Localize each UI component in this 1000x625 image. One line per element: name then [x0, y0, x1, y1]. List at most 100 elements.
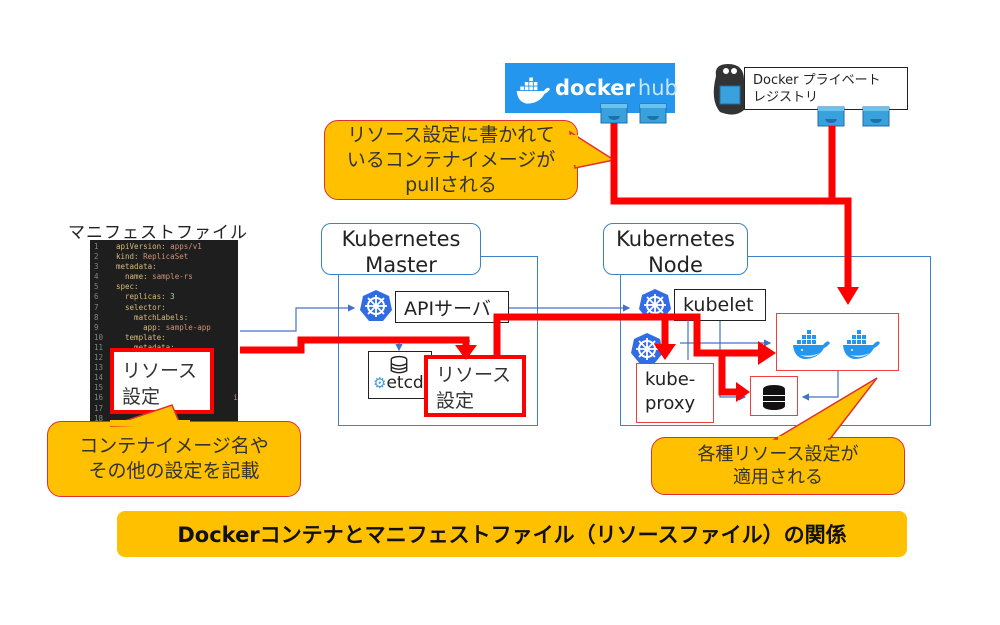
docker-whale-icon-2	[843, 330, 880, 359]
manifest-callout: コンテナイメージ名や その他の設定を記載	[47, 421, 301, 497]
line-number: 7	[94, 302, 99, 312]
arrowhead-master-resource	[455, 345, 477, 360]
etcd-logo: ⚙etcd	[373, 373, 424, 393]
master-resource-box: リソース 設定	[424, 355, 526, 417]
code-line: 3 metadata:	[90, 262, 238, 272]
code-key: selector:	[116, 302, 166, 312]
code-key: kind:	[116, 252, 139, 262]
code-key: metadata:	[116, 343, 175, 352]
code-line: 4 name: sample-rs	[90, 272, 238, 282]
arrowhead-storage	[736, 382, 750, 402]
node-label: Kubernetes Node	[603, 223, 748, 277]
line-number: 3	[94, 262, 99, 272]
line-number: 15	[94, 383, 104, 393]
code-key: app:	[116, 322, 162, 332]
manifest-heading: マニフェストファイル	[68, 223, 248, 243]
line-number: 6	[94, 292, 99, 302]
dockerhub-whale-icon	[516, 77, 550, 104]
code-key: apiVersion:	[116, 242, 166, 251]
line-number: 8	[94, 312, 99, 322]
kubelet-box: kubelet	[674, 289, 766, 321]
line-number: 16	[94, 393, 104, 403]
code-key: matchLabels:	[116, 312, 189, 322]
code-key: replicas:	[116, 292, 166, 302]
manifest-to-api-line	[240, 304, 356, 332]
line-number: 11	[94, 342, 104, 352]
dockerhub-container-icon-1	[600, 103, 628, 124]
line-number: 5	[94, 282, 99, 292]
node-database-icon	[763, 385, 785, 410]
code-line: 1 apiVersion: apps/v1	[90, 242, 238, 252]
code-line: 18	[90, 414, 238, 422]
dockerhub-label-docker: docker	[555, 76, 635, 100]
line-number: 1	[94, 242, 99, 251]
line-number: 4	[94, 272, 99, 282]
apply-callout: 各種リソース設定が 適用される	[651, 437, 905, 495]
api-server-label: APIサーバ	[404, 297, 491, 320]
code-value: iner	[233, 393, 238, 403]
code-line: 5 spec:	[90, 282, 238, 292]
diagram-title: Dockerコンテナとマニフェストファイル（リソースファイル）の関係	[117, 511, 907, 557]
code-line: 6 replicas: 3	[90, 292, 238, 302]
code-line: 10 template:	[90, 333, 238, 343]
line-number: 14	[94, 373, 104, 383]
line-number: 2	[94, 252, 99, 262]
private-registry-mascot-icon	[713, 64, 744, 115]
line-number: 13	[94, 363, 104, 373]
private-container-icon-2	[862, 106, 890, 127]
api-server-box: APIサーバ	[395, 291, 509, 323]
code-line: 8 matchLabels:	[90, 313, 238, 323]
kubelet-label: kubelet	[683, 294, 754, 316]
container-to-storage-line	[801, 371, 839, 401]
code-line: 7 selector:	[90, 303, 238, 313]
code-value: sample-rs	[147, 272, 193, 282]
code-line: 2 kind: ReplicaSet	[90, 252, 238, 262]
code-key: template:	[116, 332, 166, 342]
flow-dockerhub-to-container	[610, 123, 852, 288]
code-line: 14	[90, 373, 238, 383]
code-key: name:	[116, 272, 148, 282]
flow-to-containers-main	[665, 313, 760, 357]
master-label: Kubernetes Master	[321, 223, 481, 277]
dockerhub-container-icon-2	[639, 103, 667, 124]
pull-callout: リソース設定に書かれて いるコンテナイメージが pullされる	[324, 120, 578, 200]
code-key: spec:	[116, 282, 139, 292]
code-line: 15	[90, 383, 238, 393]
code-line: 11 metadata:	[90, 343, 238, 353]
line-number: 12	[94, 353, 104, 363]
etcd-database-icon	[390, 355, 408, 374]
line-number: 18	[94, 413, 104, 422]
code-line: 16 iner	[90, 393, 238, 403]
private-container-icon-1	[817, 106, 845, 127]
code-value: 3	[165, 292, 175, 302]
line-number: 17	[94, 403, 104, 413]
arrowhead-container-left	[758, 341, 776, 365]
flow-to-storage	[697, 349, 738, 396]
code-line: 17	[90, 404, 238, 414]
code-line: 9 app: sample-app	[90, 323, 238, 333]
code-line: 13	[90, 363, 238, 373]
code-key: metadata:	[116, 262, 157, 272]
docker-whale-icon-1	[793, 330, 830, 359]
apply-callout-tail	[772, 377, 878, 440]
api-server-k8s-icon	[359, 289, 393, 322]
code-line: 12	[90, 353, 238, 363]
etcd-gear-icon: ⚙	[373, 374, 387, 392]
private-registry-label-box: Docker プライベート レジストリ	[744, 67, 908, 110]
arrowhead-kube-proxy	[654, 344, 676, 360]
dockerhub-label-hub: hub	[637, 76, 678, 100]
code-value: ReplicaSet	[138, 252, 189, 262]
kube-proxy-box: kube- proxy	[636, 363, 714, 423]
node-frame	[620, 256, 931, 426]
flow-manifest-to-master	[240, 336, 470, 354]
line-number: 10	[94, 332, 104, 342]
diagram-title-text: Dockerコンテナとマニフェストファイル（リソースファイル）の関係	[177, 523, 847, 547]
arrowhead-container-top	[837, 287, 859, 305]
code-value: sample-app	[161, 322, 211, 332]
etcd-label: etcd	[386, 373, 424, 393]
flow-master-to-node	[493, 313, 669, 355]
line-number: 9	[94, 322, 99, 332]
code-value: apps/v1	[165, 242, 202, 251]
